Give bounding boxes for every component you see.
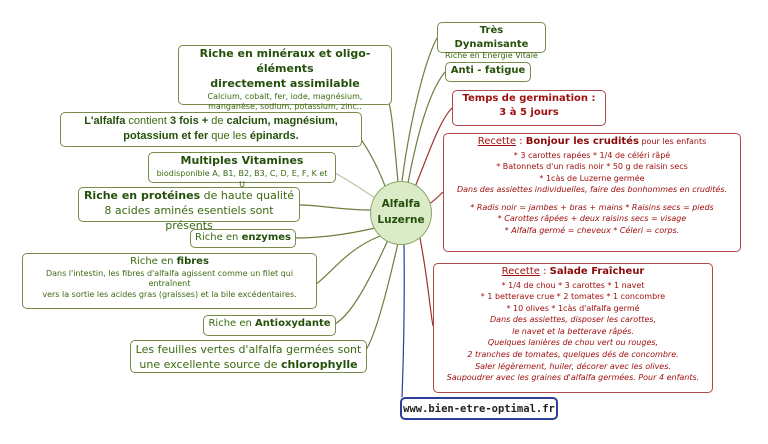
vitamins-title: Multiples Vitamines (180, 154, 304, 167)
minerals-title2: directement assimilable (210, 76, 360, 90)
link-germ (414, 107, 453, 188)
text: Riche en (208, 318, 256, 329)
node-proteins: Riche en protéines de haute qualité 8 ac… (78, 187, 300, 232)
text: Riche en (130, 256, 177, 267)
text: fibres (176, 256, 209, 267)
node-recipe-salade: Recette : Salade Fraîcheur * 1/4 de chou… (433, 263, 713, 393)
link-proteins (299, 204, 372, 211)
text: * 10 olives * 1càs d'alfalfa germé (506, 303, 640, 313)
minerals-title: Riche en minéraux et oligo-éléments (199, 47, 371, 75)
website-link-text[interactable]: www.bien-etre-optimal.fr (403, 402, 555, 415)
text: Anti - fatigue (450, 65, 526, 76)
website-link[interactable]: www.bien-etre-optimal.fr (400, 397, 558, 420)
text: 8 acides aminés esentiels sont présents (104, 203, 274, 232)
text: L'alfalfa (84, 115, 126, 127)
text: Dans des assiettes, disposer les carotte… (490, 315, 656, 325)
link-chloro (365, 242, 399, 351)
text: Saupoudrer avec les graines d'alfalfa ge… (446, 373, 700, 383)
link-spinach (359, 137, 386, 187)
text: Très Dynamisante (454, 25, 529, 50)
text: entraînent (148, 279, 191, 289)
text: contient (125, 115, 170, 127)
text: pour les enfants (638, 137, 707, 146)
text: calcium, magnésium, (226, 115, 338, 127)
text: * Radis noir = jambes + bras + mains * R… (470, 202, 714, 212)
node-fibres: Riche en fibres Dans l'intestin, les fib… (22, 253, 317, 309)
text: le navet et la betterave râpés. (512, 326, 634, 336)
text: enzymes (241, 232, 291, 243)
text: Quelques lanières de chou vert ou rouges… (487, 338, 659, 348)
text: * 3 carottes rapées * 1/4 de céléri râpé (513, 150, 671, 160)
text: épinards. (249, 129, 299, 142)
link-dyn (401, 37, 438, 182)
text: Bonjour les crudités (525, 136, 639, 147)
text: Recette (477, 136, 517, 147)
node-antiox: Riche en Antioxydante (203, 315, 336, 336)
text: * Alfalfa germé = cheveux * Céleri = cor… (504, 226, 680, 236)
link-recipe2 (419, 237, 434, 327)
text: Salade Fraîcheur (549, 266, 645, 277)
text: Riche en protéines (83, 189, 201, 202)
link-url (401, 242, 405, 398)
link-fibres (315, 235, 381, 285)
text: Riche en (195, 232, 242, 243)
text: * 1/4 de chou * 3 carottes * 1 navet (501, 280, 645, 290)
text: potassium et fer (123, 129, 209, 142)
node-chlorophyll: Les feuilles vertes d'alfalfa germées so… (130, 340, 367, 373)
link-fatigue (407, 71, 446, 184)
text: Dans l'intestin, les fibres d'alfalfa ag… (45, 268, 294, 278)
link-minerals (387, 99, 399, 183)
link-vitamins (334, 172, 376, 199)
link-antiox (334, 239, 389, 325)
minerals-detail2: manganèse, sodium, potassium, zinc.. (208, 102, 362, 112)
text: : (539, 266, 550, 277)
text: que les (208, 129, 250, 142)
link-enzymes (294, 227, 376, 239)
center-line2: Luzerne (377, 214, 425, 226)
text: Antioxydante (255, 318, 331, 329)
node-spinach: L'alfalfa contient 3 fois + de calcium, … (60, 112, 362, 147)
text: de haute qualité (200, 189, 295, 202)
text: vers la sortie les acides gras (graisses… (42, 290, 297, 300)
text: Saler légèrement, huiler, décorer avec l… (475, 361, 671, 371)
node-dynamisante: Très Dynamisante Riche en Energie Vitale (437, 22, 546, 60)
text: chlorophylle (281, 358, 358, 372)
text: : (516, 136, 526, 147)
central-node: Alfalfa Luzerne (370, 181, 432, 245)
node-enzymes: Riche en enzymes (190, 229, 296, 248)
text: Dans des assiettes individuelles, faire … (456, 185, 728, 195)
text: Recette (501, 266, 540, 277)
node-recipe-crudites: Recette : Bonjour les crudités pour les … (443, 133, 741, 252)
text: Les feuilles vertes d'alfalfa germées so… (135, 343, 362, 356)
vitamins-detail: biodisponible A, B1, B2, B3, C, D, E, F,… (156, 168, 328, 189)
text: 3 à 5 jours (499, 106, 559, 118)
text: 2 tranches de tomates, quelques dés de c… (467, 350, 679, 360)
text: Temps de germination : (462, 93, 596, 104)
minerals-detail: Calcium, cobalt, fer, iode, magnésium, (207, 91, 363, 101)
node-minerals: Riche en minéraux et oligo-éléments dire… (178, 45, 392, 111)
text: de (208, 115, 227, 127)
node-vitamins: Multiples Vitamines biodisponible A, B1,… (148, 152, 336, 189)
node-germination: Temps de germination : 3 à 5 jours (452, 90, 606, 126)
text: 3 fois + (169, 115, 209, 127)
text: une excellente source de (139, 358, 282, 372)
text: Riche en Energie Vitale (445, 51, 538, 60)
center-line1: Alfalfa (381, 198, 421, 211)
text: * 1 betterave crue * 2 tomates * 1 conco… (480, 292, 666, 302)
text: * Carottes râpées + deux raisins secs = … (497, 214, 687, 224)
node-anti-fatigue: Anti - fatigue (445, 62, 531, 82)
text: * Batonnets d'un radis noir * 50 g de ra… (496, 162, 688, 172)
text: * 1càs de Luzerne germée (539, 173, 645, 183)
